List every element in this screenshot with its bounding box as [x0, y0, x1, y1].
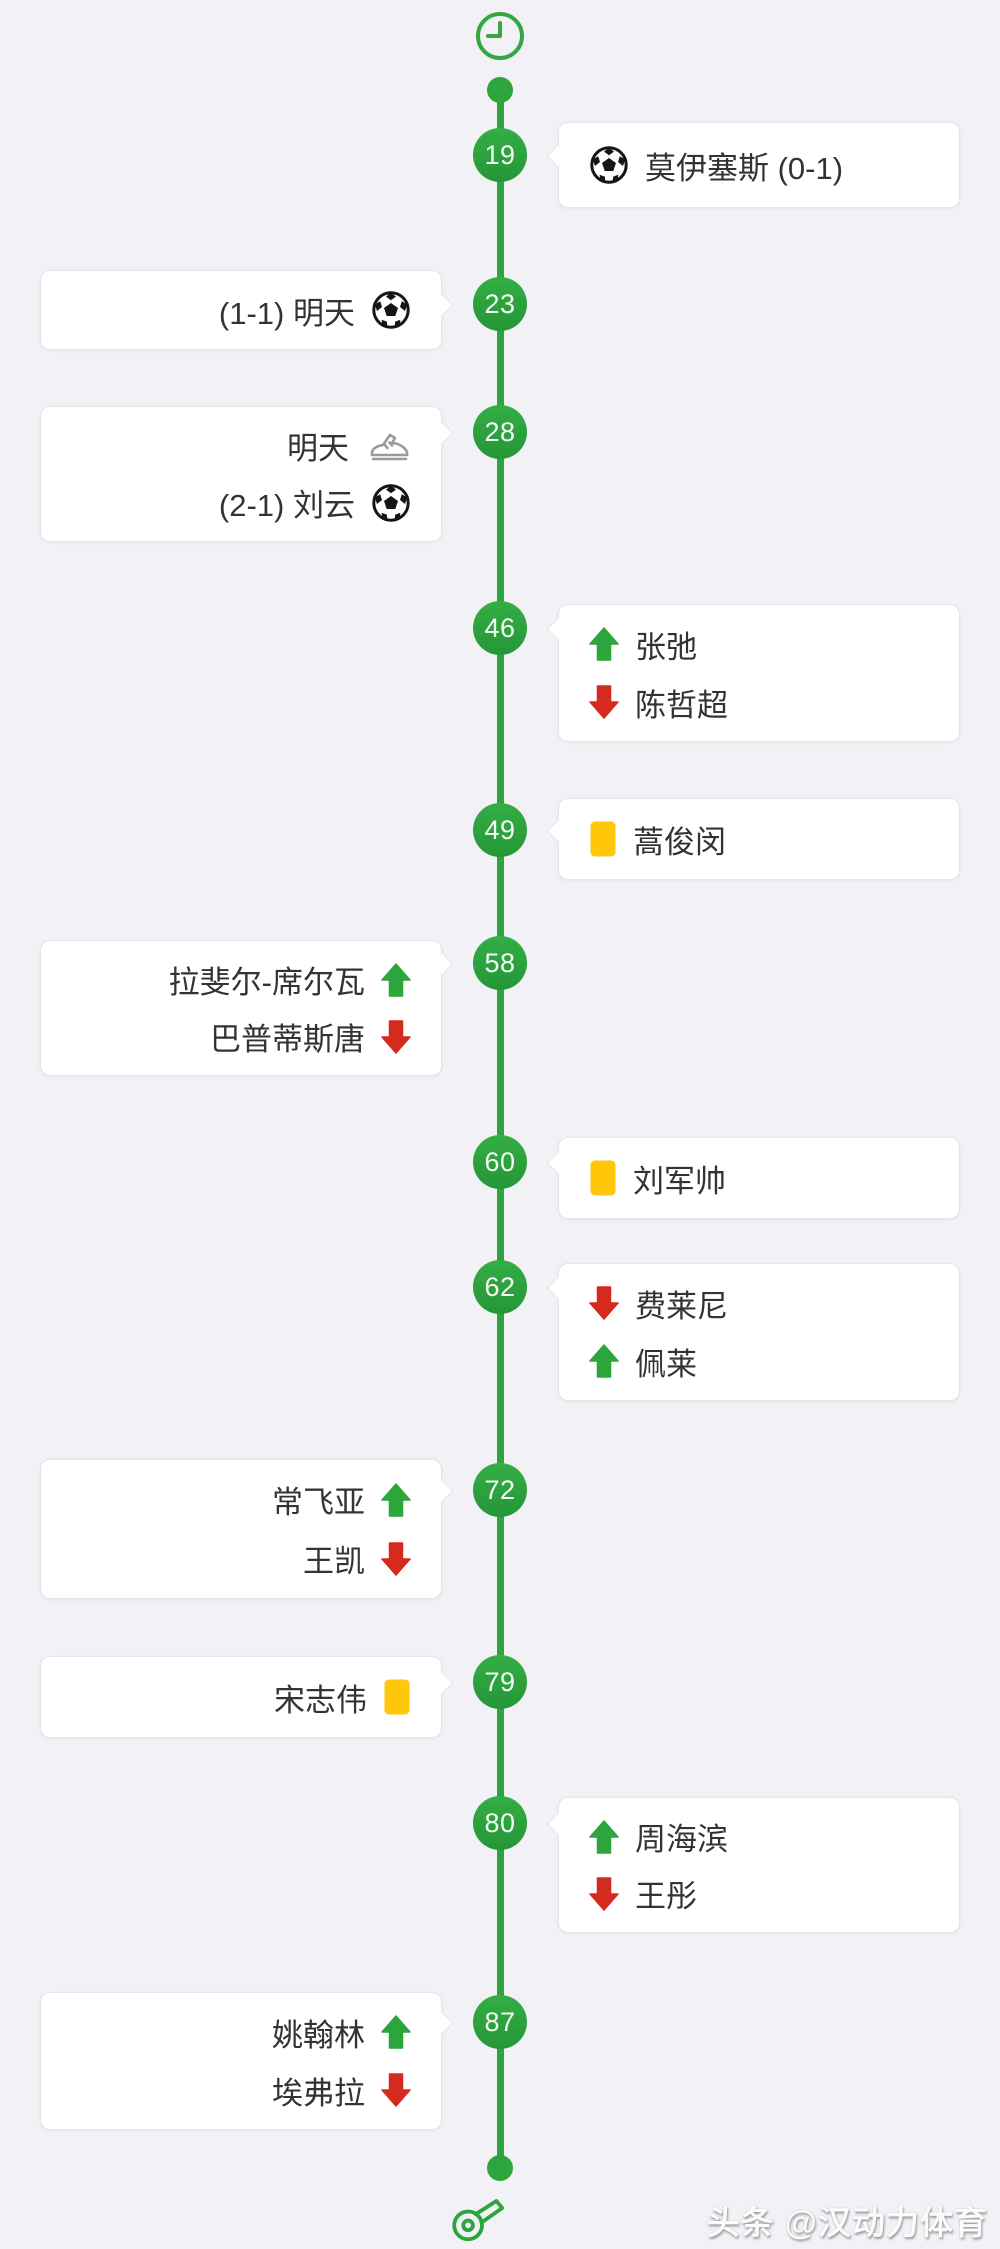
minute-marker-49: 49 — [473, 803, 527, 857]
kickoff-clock-icon — [474, 10, 526, 62]
player-event-text: 蒿俊闵 — [633, 824, 726, 860]
event-lines: 拉斐尔-席尔瓦 巴普蒂斯唐 — [41, 941, 441, 1075]
event-card-60: 刘军帅 — [546, 1137, 960, 1219]
event-line: (1-1) 明天 — [71, 281, 411, 339]
event-card-23: (1-1) 明天 — [40, 270, 454, 350]
timeline-line — [497, 88, 504, 2170]
player-event-text: 王凯 — [303, 1544, 365, 1579]
watermark: 头条 @汉动力体育 — [706, 2204, 988, 2241]
event-line: 明天 — [71, 417, 411, 474]
event-card-87: 姚翰林 埃弗拉 — [40, 1992, 454, 2130]
event-lines: 宋志伟 — [41, 1657, 441, 1737]
soccer-ball-icon — [371, 483, 411, 523]
event-lines: 蒿俊闵 — [559, 799, 959, 879]
event-line: 莫伊塞斯 (0-1) — [589, 133, 929, 197]
minute-marker-72: 72 — [473, 1463, 527, 1517]
yellow-card-icon — [589, 820, 617, 858]
timeline-start-dot — [487, 77, 513, 103]
player-event-text: 刘军帅 — [633, 1163, 726, 1199]
event-line: 姚翰林 — [71, 2003, 411, 2061]
player-event-text: 巴普蒂斯唐 — [210, 1022, 365, 1057]
event-line: 陈哲超 — [589, 673, 929, 731]
substitute-on-green-up-arrow-icon — [589, 1343, 619, 1379]
final-whistle-icon — [444, 2180, 512, 2248]
substitute-off-red-down-arrow-icon — [381, 1019, 411, 1055]
minute-marker-60: 60 — [473, 1135, 527, 1189]
substitute-on-green-up-arrow-icon — [381, 1482, 411, 1518]
minute-marker-19: 19 — [473, 128, 527, 182]
event-card-80: 周海滨 王彤 — [546, 1797, 960, 1933]
event-line: 张弛 — [589, 615, 929, 673]
soccer-ball-icon — [589, 145, 629, 185]
player-event-text: 佩莱 — [635, 1346, 697, 1382]
substitute-on-green-up-arrow-icon — [589, 626, 619, 662]
minute-marker-87: 87 — [473, 1995, 527, 2049]
soccer-ball-icon — [371, 290, 411, 330]
event-card-19: 莫伊塞斯 (0-1) — [546, 122, 960, 208]
substitute-off-red-down-arrow-icon — [381, 2072, 411, 2108]
event-lines: 刘军帅 — [559, 1138, 959, 1218]
event-lines: 莫伊塞斯 (0-1) — [559, 123, 959, 207]
substitute-off-red-down-arrow-icon — [381, 1541, 411, 1577]
event-line: 刘军帅 — [589, 1148, 929, 1208]
substitute-off-red-down-arrow-icon — [589, 1876, 619, 1912]
minute-marker-23: 23 — [473, 277, 527, 331]
event-line: 巴普蒂斯唐 — [71, 1008, 411, 1065]
substitute-on-green-up-arrow-icon — [589, 1819, 619, 1855]
event-lines: (1-1) 明天 — [41, 271, 441, 349]
event-card-79: 宋志伟 — [40, 1656, 454, 1738]
player-event-text: 宋志伟 — [274, 1682, 367, 1718]
event-lines: 常飞亚 王凯 — [41, 1460, 441, 1598]
player-event-text: 拉斐尔-席尔瓦 — [168, 965, 365, 1000]
event-lines: 姚翰林 埃弗拉 — [41, 1993, 441, 2129]
minute-marker-58: 58 — [473, 936, 527, 990]
player-event-text: 常飞亚 — [272, 1485, 365, 1520]
yellow-card-icon — [383, 1678, 411, 1716]
event-lines: 费莱尼 佩莱 — [559, 1264, 959, 1400]
substitute-off-red-down-arrow-icon — [589, 684, 619, 720]
substitute-on-green-up-arrow-icon — [381, 2014, 411, 2050]
substitute-off-red-down-arrow-icon — [589, 1285, 619, 1321]
event-line: 埃弗拉 — [71, 2061, 411, 2119]
event-line: 周海滨 — [589, 1808, 929, 1865]
player-event-text: 陈哲超 — [635, 687, 728, 723]
event-line: 王彤 — [589, 1865, 929, 1922]
event-card-62: 费莱尼 佩莱 — [546, 1263, 960, 1401]
event-card-46: 张弛 陈哲超 — [546, 604, 960, 742]
event-line: 王凯 — [71, 1529, 411, 1588]
event-lines: 明天 (2-1) 刘云 — [41, 407, 441, 541]
assist-shoe-icon — [365, 426, 411, 466]
event-lines: 张弛 陈哲超 — [559, 605, 959, 741]
event-line: 蒿俊闵 — [589, 809, 929, 869]
event-card-72: 常飞亚 王凯 — [40, 1459, 454, 1599]
event-line: 拉斐尔-席尔瓦 — [71, 951, 411, 1008]
event-line: 常飞亚 — [71, 1470, 411, 1529]
event-card-28: 明天 (2-1) 刘云 — [40, 406, 454, 542]
player-event-text: (2-1) 刘云 — [218, 488, 355, 523]
event-line: 费莱尼 — [589, 1274, 929, 1332]
player-event-text: 姚翰林 — [272, 2017, 365, 2053]
player-event-text: (1-1) 明天 — [218, 295, 355, 331]
event-line: (2-1) 刘云 — [71, 474, 411, 531]
minute-marker-46: 46 — [473, 601, 527, 655]
event-lines: 周海滨 王彤 — [559, 1798, 959, 1932]
player-event-text: 张弛 — [635, 629, 697, 665]
player-event-text: 费莱尼 — [635, 1288, 728, 1324]
timeline-end-dot — [487, 2155, 513, 2181]
event-card-49: 蒿俊闵 — [546, 798, 960, 880]
yellow-card-icon — [589, 1159, 617, 1197]
player-event-text: 明天 — [287, 431, 349, 466]
player-event-text: 王彤 — [635, 1879, 697, 1914]
player-event-text: 莫伊塞斯 (0-1) — [645, 150, 844, 186]
substitute-on-green-up-arrow-icon — [381, 962, 411, 998]
minute-marker-80: 80 — [473, 1796, 527, 1850]
minute-marker-79: 79 — [473, 1655, 527, 1709]
event-card-58: 拉斐尔-席尔瓦 巴普蒂斯唐 — [40, 940, 454, 1076]
minute-marker-62: 62 — [473, 1260, 527, 1314]
player-event-text: 埃弗拉 — [272, 2075, 365, 2111]
event-line: 佩莱 — [589, 1332, 929, 1390]
player-event-text: 周海滨 — [635, 1822, 728, 1857]
minute-marker-28: 28 — [473, 405, 527, 459]
event-line: 宋志伟 — [71, 1667, 411, 1727]
